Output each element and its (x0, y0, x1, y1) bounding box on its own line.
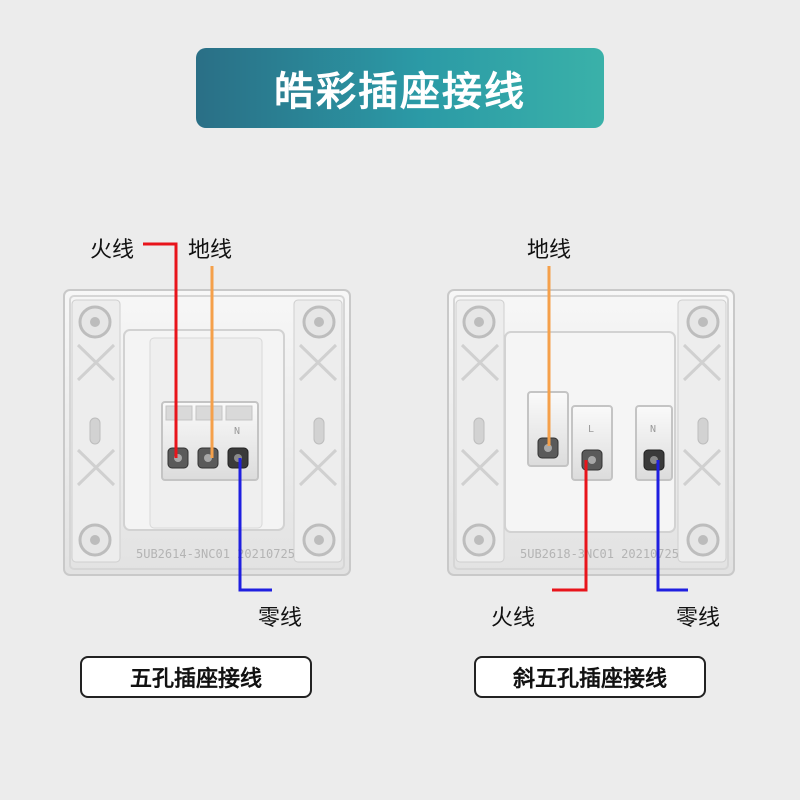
right-screw-holes (462, 305, 720, 557)
left-wires (143, 242, 272, 592)
right-terminal-mark-n: N (650, 424, 656, 435)
left-live-label: 火线 (90, 238, 135, 263)
title-banner: 皓彩插座接线 (196, 48, 604, 128)
left-live-wire (143, 242, 178, 458)
left-terminal-holes (167, 447, 249, 469)
right-wires (547, 266, 688, 592)
left-caption: 五孔插座接线 (129, 667, 262, 692)
left-caption-box: 五孔插座接线 (80, 656, 312, 698)
right-terminal-mark-l: L (588, 424, 594, 435)
right-caption: 斜五孔插座接线 (512, 667, 667, 692)
left-earth-label: 地线 (188, 238, 233, 263)
left-model-text: 5UB2614-3NC01 20210725 (136, 547, 295, 561)
right-neutral-label: 零线 (676, 606, 721, 631)
left-neutral-wire (238, 458, 272, 592)
left-terminal-mark-n: N (234, 426, 240, 437)
right-earth-label: 地线 (527, 238, 572, 263)
right-socket: L N 5UB2618-3NC01 20210725 (447, 289, 735, 576)
left-socket: N 5UB2614-3NC01 20210725 (63, 289, 351, 576)
right-live-label: 火线 (491, 606, 536, 631)
right-neutral-wire (656, 460, 688, 592)
left-screw-holes (78, 305, 336, 557)
right-caption-box: 斜五孔插座接线 (474, 656, 706, 698)
page-title: 皓彩插座接线 (274, 69, 526, 115)
right-live-wire (552, 460, 588, 592)
left-neutral-label: 零线 (258, 606, 303, 631)
right-model-text: 5UB2618-3NC01 20210725 (520, 547, 679, 561)
